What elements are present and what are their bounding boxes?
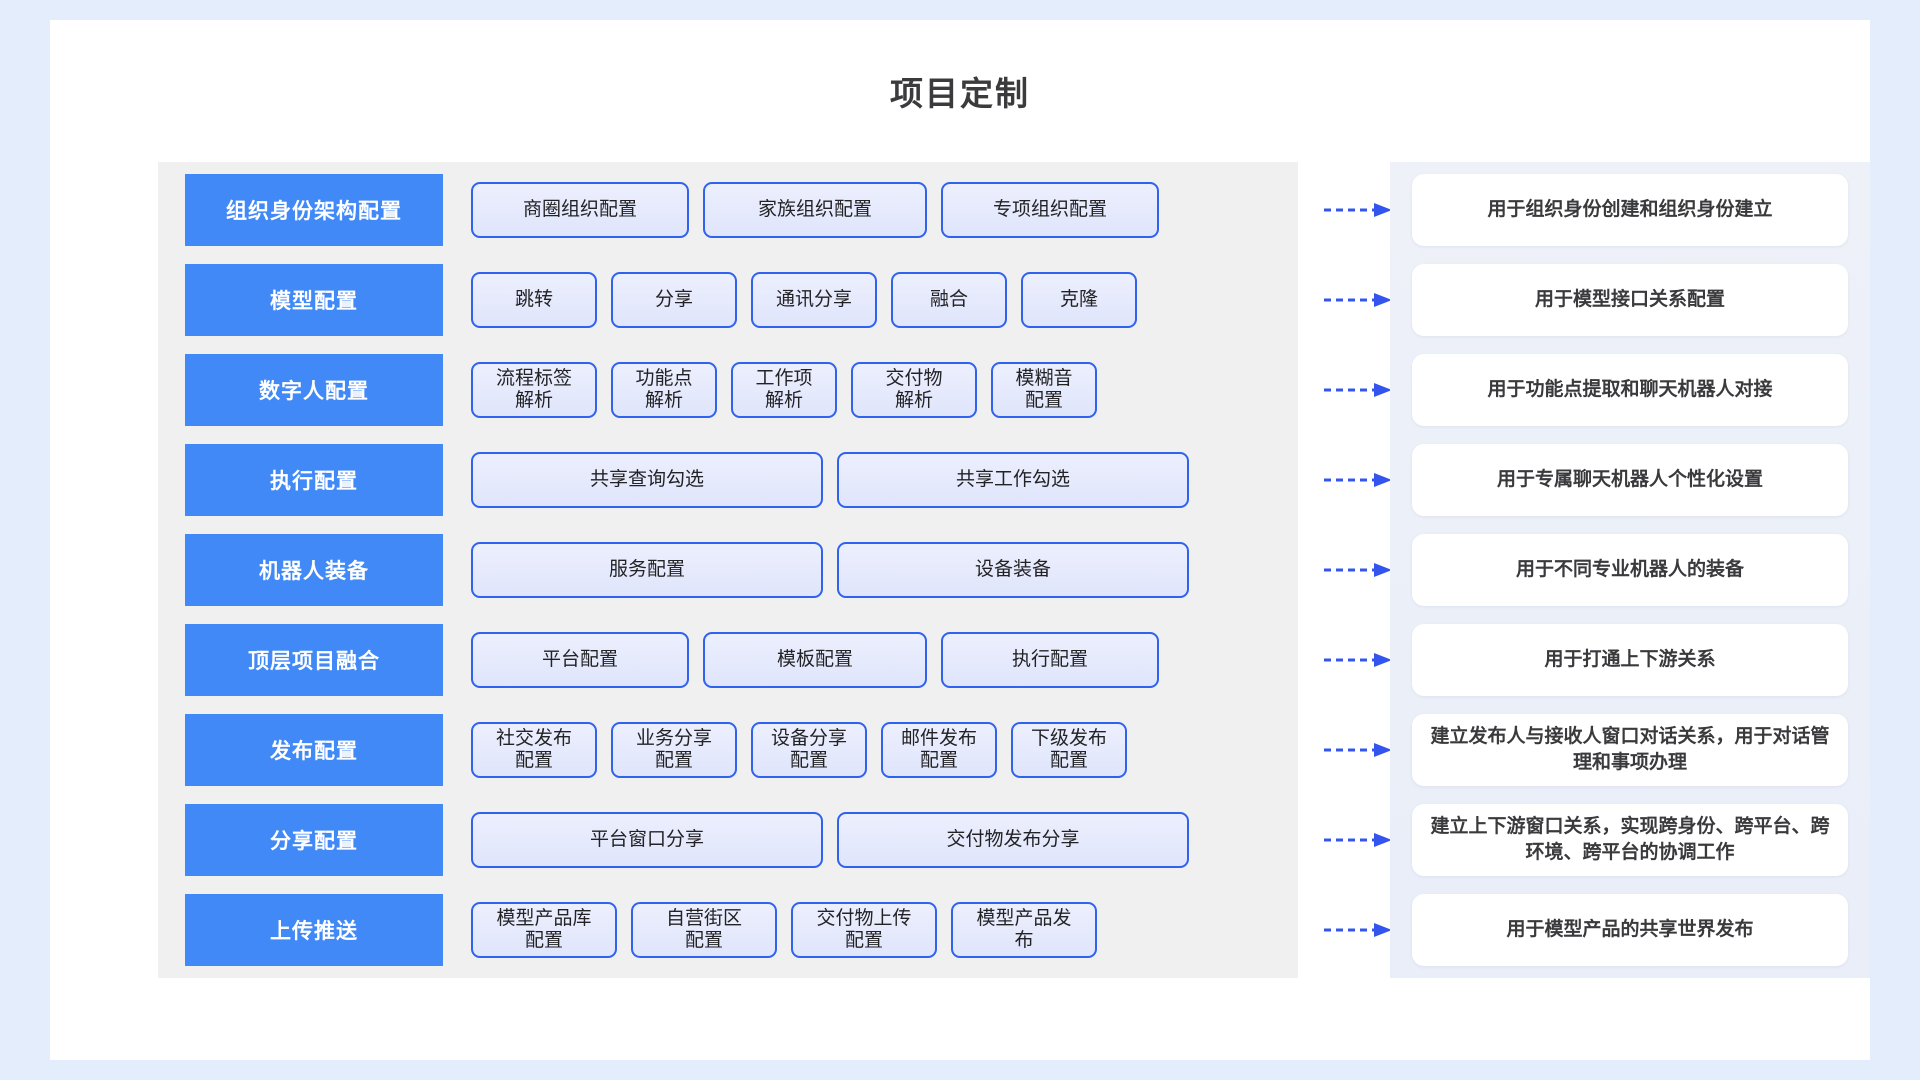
row-connector — [1298, 804, 1418, 876]
row-chip-group: 商圈组织配置家族组织配置专项组织配置 — [443, 174, 1298, 246]
row-description-card: 建立发布人与接收人窗口对话关系，用于对话管理和事项办理 — [1412, 714, 1848, 786]
row-category-label[interactable]: 执行配置 — [185, 444, 443, 516]
config-row: 模型配置跳转分享通讯分享融合克隆 — [158, 264, 1298, 336]
config-chip[interactable]: 下级发布 配置 — [1011, 722, 1127, 778]
row-connector — [1298, 174, 1418, 246]
dashed-arrow-right-icon — [1324, 203, 1392, 217]
config-chip[interactable]: 工作项 解析 — [731, 362, 837, 418]
dashed-arrow-right-icon — [1324, 293, 1392, 307]
config-chip[interactable]: 平台窗口分享 — [471, 812, 823, 868]
config-chip[interactable]: 业务分享 配置 — [611, 722, 737, 778]
row-chip-group: 平台窗口分享交付物发布分享 — [443, 804, 1298, 876]
config-chip[interactable]: 模型产品发 布 — [951, 902, 1097, 958]
config-row: 发布配置社交发布 配置业务分享 配置设备分享 配置邮件发布 配置下级发布 配置 — [158, 714, 1298, 786]
config-row: 上传推送模型产品库 配置自营街区 配置交付物上传 配置模型产品发 布 — [158, 894, 1298, 966]
config-matrix-panel: 组织身份架构配置商圈组织配置家族组织配置专项组织配置模型配置跳转分享通讯分享融合… — [158, 162, 1298, 978]
config-row: 顶层项目融合平台配置模板配置执行配置 — [158, 624, 1298, 696]
config-chip[interactable]: 商圈组织配置 — [471, 182, 689, 238]
config-chip[interactable]: 服务配置 — [471, 542, 823, 598]
dashed-arrow-right-icon — [1324, 653, 1392, 667]
config-chip[interactable]: 交付物上传 配置 — [791, 902, 937, 958]
row-description-card: 用于模型接口关系配置 — [1412, 264, 1848, 336]
row-chip-group: 共享查询勾选共享工作勾选 — [443, 444, 1298, 516]
row-connector — [1298, 534, 1418, 606]
config-chip[interactable]: 分享 — [611, 272, 737, 328]
config-chip[interactable]: 模糊音 配置 — [991, 362, 1097, 418]
config-chip[interactable]: 家族组织配置 — [703, 182, 927, 238]
config-chip[interactable]: 执行配置 — [941, 632, 1159, 688]
connector-column — [1298, 162, 1418, 978]
row-connector — [1298, 444, 1418, 516]
row-chip-group: 跳转分享通讯分享融合克隆 — [443, 264, 1298, 336]
dashed-arrow-right-icon — [1324, 563, 1392, 577]
row-chip-group: 服务配置设备装备 — [443, 534, 1298, 606]
config-chip[interactable]: 共享工作勾选 — [837, 452, 1189, 508]
config-chip[interactable]: 通讯分享 — [751, 272, 877, 328]
dashed-arrow-right-icon — [1324, 833, 1392, 847]
config-chip[interactable]: 专项组织配置 — [941, 182, 1159, 238]
config-row: 执行配置共享查询勾选共享工作勾选 — [158, 444, 1298, 516]
dashed-arrow-right-icon — [1324, 383, 1392, 397]
row-connector — [1298, 624, 1418, 696]
page-title: 项目定制 — [890, 75, 1030, 112]
row-description-card: 建立上下游窗口关系，实现跨身份、跨平台、跨环境、跨平台的协调工作 — [1412, 804, 1848, 876]
config-chip[interactable]: 社交发布 配置 — [471, 722, 597, 778]
row-description-card: 用于不同专业机器人的装备 — [1412, 534, 1848, 606]
main-card: 项目定制 组织身份架构配置商圈组织配置家族组织配置专项组织配置模型配置跳转分享通… — [50, 20, 1870, 1060]
row-category-label[interactable]: 发布配置 — [185, 714, 443, 786]
row-description-card: 用于打通上下游关系 — [1412, 624, 1848, 696]
config-row: 机器人装备服务配置设备装备 — [158, 534, 1298, 606]
config-chip[interactable]: 流程标签 解析 — [471, 362, 597, 418]
config-row: 分享配置平台窗口分享交付物发布分享 — [158, 804, 1298, 876]
config-chip[interactable]: 设备装备 — [837, 542, 1189, 598]
config-chip[interactable]: 模板配置 — [703, 632, 927, 688]
row-chip-group: 平台配置模板配置执行配置 — [443, 624, 1298, 696]
row-category-label[interactable]: 机器人装备 — [185, 534, 443, 606]
row-description-card: 用于模型产品的共享世界发布 — [1412, 894, 1848, 966]
config-chip[interactable]: 平台配置 — [471, 632, 689, 688]
config-chip[interactable]: 邮件发布 配置 — [881, 722, 997, 778]
row-description-card: 用于组织身份创建和组织身份建立 — [1412, 174, 1848, 246]
config-chip[interactable]: 交付物 解析 — [851, 362, 977, 418]
row-chip-group: 社交发布 配置业务分享 配置设备分享 配置邮件发布 配置下级发布 配置 — [443, 714, 1298, 786]
config-row: 组织身份架构配置商圈组织配置家族组织配置专项组织配置 — [158, 174, 1298, 246]
row-connector — [1298, 894, 1418, 966]
config-chip[interactable]: 跳转 — [471, 272, 597, 328]
row-category-label[interactable]: 上传推送 — [185, 894, 443, 966]
description-panel: 用于组织身份创建和组织身份建立用于模型接口关系配置用于功能点提取和聊天机器人对接… — [1390, 162, 1870, 978]
row-connector — [1298, 264, 1418, 336]
config-chip[interactable]: 模型产品库 配置 — [471, 902, 617, 958]
config-chip[interactable]: 共享查询勾选 — [471, 452, 823, 508]
row-category-label[interactable]: 组织身份架构配置 — [185, 174, 443, 246]
row-description-card: 用于功能点提取和聊天机器人对接 — [1412, 354, 1848, 426]
row-category-label[interactable]: 分享配置 — [185, 804, 443, 876]
row-category-label[interactable]: 数字人配置 — [185, 354, 443, 426]
dashed-arrow-right-icon — [1324, 923, 1392, 937]
config-chip[interactable]: 设备分享 配置 — [751, 722, 867, 778]
row-category-label[interactable]: 顶层项目融合 — [185, 624, 443, 696]
config-chip[interactable]: 克隆 — [1021, 272, 1137, 328]
dashed-arrow-right-icon — [1324, 743, 1392, 757]
dashed-arrow-right-icon — [1324, 473, 1392, 487]
row-category-label[interactable]: 模型配置 — [185, 264, 443, 336]
config-chip[interactable]: 融合 — [891, 272, 1007, 328]
config-row: 数字人配置流程标签 解析功能点 解析工作项 解析交付物 解析模糊音 配置 — [158, 354, 1298, 426]
config-chip[interactable]: 自营街区 配置 — [631, 902, 777, 958]
config-chip[interactable]: 交付物发布分享 — [837, 812, 1189, 868]
row-description-card: 用于专属聊天机器人个性化设置 — [1412, 444, 1848, 516]
diagram-board: 组织身份架构配置商圈组织配置家族组织配置专项组织配置模型配置跳转分享通讯分享融合… — [50, 142, 1870, 1042]
row-chip-group: 流程标签 解析功能点 解析工作项 解析交付物 解析模糊音 配置 — [443, 354, 1298, 426]
config-chip[interactable]: 功能点 解析 — [611, 362, 717, 418]
row-connector — [1298, 354, 1418, 426]
row-connector — [1298, 714, 1418, 786]
row-chip-group: 模型产品库 配置自营街区 配置交付物上传 配置模型产品发 布 — [443, 894, 1298, 966]
